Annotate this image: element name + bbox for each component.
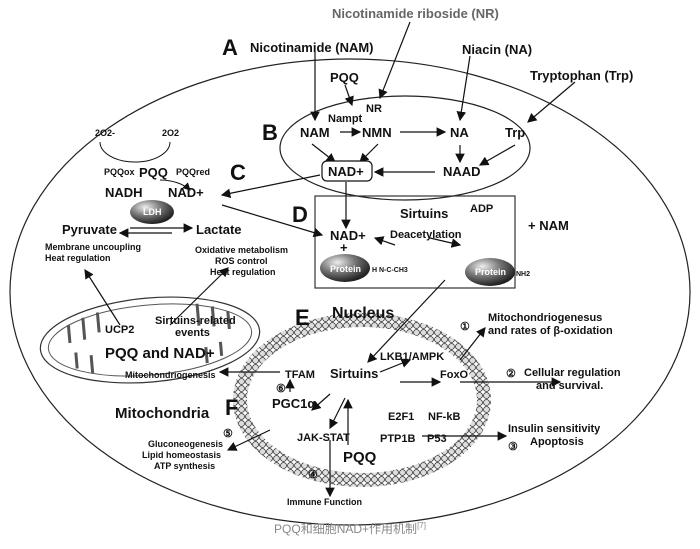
protein-acetylated: [320, 254, 370, 282]
na: NA: [450, 125, 469, 140]
mito-rates-2: and rates of β-oxidation: [488, 325, 613, 337]
cell-membrane: [9, 58, 691, 526]
label-a: A: [222, 35, 238, 60]
events: events: [175, 327, 210, 339]
nad-d: NAD+: [330, 228, 366, 243]
plus-sign: +: [340, 240, 348, 255]
e2f1: E2F1: [388, 411, 414, 423]
label-e: E: [295, 305, 310, 330]
sirtuins-d: Sirtuins: [400, 206, 448, 221]
nf-kb: NF-kB: [428, 411, 460, 423]
plus-nam: + NAM: [528, 218, 569, 233]
insulin-sensitivity: Insulin sensitivity: [508, 423, 601, 435]
label-b: B: [262, 120, 278, 145]
foxo: FoxO: [440, 369, 469, 381]
nam: NAM: [300, 125, 330, 140]
heat-regulation-1: Heat regulation: [45, 253, 111, 263]
mitochondrion: [39, 296, 261, 384]
number-4: ④: [308, 469, 318, 481]
nr: NR: [366, 103, 382, 115]
pqq-e: PQQ: [343, 449, 377, 466]
ros-control: ROS control: [215, 256, 268, 266]
pgc1a: PGC1α: [272, 396, 315, 411]
mitochondriogenesis: Mitochondriogenesis: [125, 370, 216, 380]
nucleus: Nucleus: [332, 305, 394, 322]
pqq-and-nad: PQQ and NAD+: [105, 345, 215, 362]
nicotinamide-source: Nicotinamide (NAM): [250, 40, 374, 55]
niacin-source: Niacin (NA): [462, 42, 532, 57]
adp: ADP: [470, 203, 493, 215]
mito-rates-1: Mitochondriogenesus: [488, 312, 602, 324]
naad: NAAD: [443, 164, 481, 179]
lactate: Lactate: [196, 222, 242, 237]
number-5: ⑤: [223, 428, 233, 440]
label-d: D: [292, 202, 308, 227]
immune-function: Immune Function: [287, 497, 362, 507]
protein-deacetylated: [465, 258, 515, 286]
ldh-enzyme: [130, 200, 174, 224]
gluconeogenesis: Gluconeogenesis: [148, 439, 223, 449]
protein-2: Protein: [475, 267, 506, 277]
nampt: Nampt: [328, 113, 363, 125]
pyruvate: Pyruvate: [62, 222, 117, 237]
mitochondria: Mitochondria: [115, 405, 210, 422]
pqq-top: PQQ: [330, 70, 359, 85]
number-3: ③: [508, 441, 518, 453]
nad-box: [321, 160, 373, 182]
sirtuins-e: Sirtuins: [330, 366, 378, 381]
nadh: NADH: [105, 185, 143, 200]
sirtuins-related: Sirtuins-related: [155, 315, 236, 327]
lkb1-ampk: LKB1/AMPK: [380, 351, 444, 363]
number-1: ①: [460, 321, 470, 333]
pqq-c: PQQ: [139, 165, 168, 180]
p53: P53: [427, 433, 447, 445]
tfam: TFAM: [285, 369, 315, 381]
label-c: C: [230, 160, 246, 185]
cellular-regulation-1: Cellular regulation: [524, 367, 621, 379]
pqq-ox: PQQox: [104, 167, 135, 177]
heat-regulation-2: Heat regulation: [210, 267, 276, 277]
label-f: F: [225, 395, 238, 420]
nr-source: Nicotinamide riboside (NR): [332, 6, 499, 21]
membrane-uncoupling: Membrane uncoupling: [45, 242, 141, 252]
number-2: ②: [506, 368, 516, 380]
trp: Trp: [505, 125, 525, 140]
acetyl-group: H N-C-CH3: [372, 267, 408, 274]
atp-synthesis: ATP synthesis: [154, 461, 215, 471]
lipid-homeostasis: Lipid homeostasis: [142, 450, 221, 460]
oxidative-metabolism: Oxidative metabolism: [195, 245, 288, 255]
pqq-red: PQQred: [176, 167, 210, 177]
cellular-regulation-2: and survival.: [536, 380, 603, 392]
sirtuin-deacetylation-box: [314, 195, 516, 289]
figure-caption: PQQ和细胞NAD+作用机制[7]: [0, 520, 700, 537]
caption-ref: [7]: [417, 521, 426, 530]
protein-1: Protein: [330, 264, 361, 274]
oxygen: 2O2: [162, 128, 179, 138]
jak-stat: JAK-STAT: [297, 432, 350, 444]
nad-synthesis-compartment: [279, 95, 531, 201]
pathway-arrows: [84, 21, 576, 498]
superoxide: 2O2-: [95, 128, 115, 138]
nad-plus-main: NAD+: [328, 164, 364, 179]
nucleus-membrane: [233, 313, 491, 487]
ldh-label: LDH: [143, 207, 162, 217]
caption-text: PQQ和细胞NAD+作用机制: [274, 522, 418, 536]
ucp2: UCP2: [105, 324, 134, 336]
number-6: ⑥: [276, 383, 286, 395]
nmn: NMN: [362, 125, 392, 140]
nad-c: NAD+: [168, 185, 204, 200]
ptp1b: PTP1B: [380, 433, 416, 445]
tryptophan-source: Tryptophan (Trp): [530, 68, 633, 83]
apoptosis: Apoptosis: [530, 436, 584, 448]
amine-group: NH2: [516, 271, 530, 278]
deacetylation: Deacetylation: [390, 229, 462, 241]
